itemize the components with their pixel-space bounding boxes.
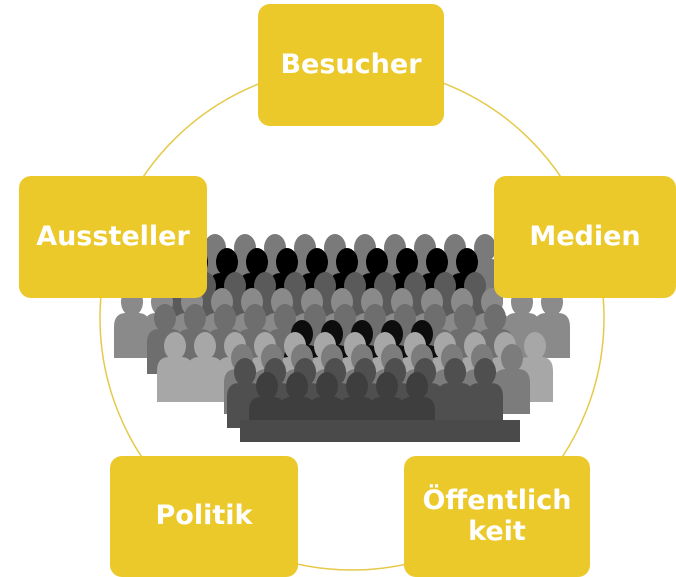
person-silhouette (467, 358, 503, 428)
node-medien: Medien (494, 176, 676, 298)
crowd-base (240, 420, 520, 442)
node-politik-label: Politik (155, 500, 253, 532)
node-oeffentlichkeit-label-line2: keit (468, 515, 526, 547)
node-aussteller: Aussteller (19, 176, 207, 298)
node-oeffentlichkeit: Öffentlich keit (404, 456, 590, 577)
node-besucher: Besucher (258, 4, 444, 126)
node-oeffentlichkeit-label-line1: Öffentlich (422, 485, 572, 517)
node-medien-label: Medien (529, 220, 641, 252)
node-besucher-label: Besucher (280, 48, 422, 80)
person-silhouette (437, 358, 473, 428)
person-silhouette (157, 332, 193, 402)
person-silhouette (517, 332, 553, 402)
node-politik: Politik (110, 456, 298, 577)
person-silhouette (187, 332, 223, 402)
node-aussteller-label: Aussteller (36, 220, 190, 252)
